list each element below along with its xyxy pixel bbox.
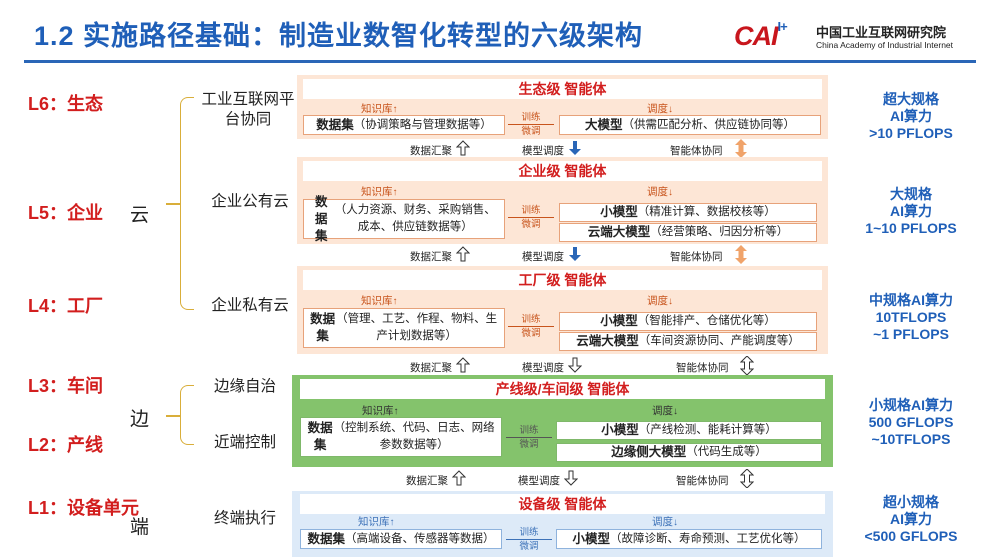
dev-dispatch-label: 调度↓ [652,516,678,528]
model-dispatch-label-1: 模型调度 [522,145,564,157]
collab-updown-icon-4 [740,469,754,488]
fac-dispatch-label: 调度↓ [647,295,673,307]
brace-cloud-tick [166,203,181,205]
dev-model-box: 小模型（故障诊断、寿命预测、工艺优化等） [556,529,822,549]
eco-data-box: 数据集（协调策略与管理数据等） [303,115,505,135]
dispatch-down-icon-2 [569,247,581,261]
dispatch-down-icon-4 [564,470,578,486]
level-l2: L2：产线 [28,435,104,455]
ent-data-box: 数据集（人力资源、财务、采购销售、成本、供应链数据等） [303,195,505,243]
sub-private-cloud: 企业私有云 [211,297,289,314]
brace-edge [180,385,194,445]
panel-eco: 生态级 智能体 知识库↑ 调度↓ 数据集（协调策略与管理数据等） 训练微调 大模… [297,75,828,139]
group-edge: 边 [130,409,150,430]
page-title: 1.2 实施路径基础：制造业数智化转型的六级架构 [34,21,644,51]
gather-label-3: 数据汇聚 [410,362,452,374]
dispatch-down-icon-3 [568,357,582,373]
level-l5: L5：企业 [28,203,104,223]
line-kb-label: 知识库↑ [362,405,399,417]
gather-up-icon-2 [456,246,470,262]
brace-cloud [180,97,194,310]
dev-train: 训练微调 [506,527,552,552]
model-dispatch-label-3: 模型调度 [522,362,564,374]
sub-near-control: 近端控制 [213,434,276,451]
dispatch-down-icon-1 [569,141,581,155]
collab-updown-icon-3 [740,356,754,375]
panel-fac-title: 工厂级 智能体 [303,270,822,290]
ent-train: 训练微调 [508,205,554,230]
logo-cn: 中国工业互联网研究院 [816,25,947,40]
line-data-box: 数据集（控制系统、代码、日志、网络参数数据等） [300,417,502,457]
panel-factory: 工厂级 智能体 知识库↑ 调度↓ 数据集（管理、工艺、作程、物料、生产计划数据等… [297,266,828,354]
eco-dispatch-label: 调度↓ [647,103,673,115]
collab-updown-icon-1 [735,139,747,158]
fac-kb-label: 知识库↑ [361,295,398,307]
gather-label-1: 数据汇聚 [410,145,452,157]
gather-up-icon-3 [456,357,470,373]
model-dispatch-label-4: 模型调度 [518,475,560,487]
sub-edge-autonomy: 边缘自治 [213,378,276,395]
ent-dispatch-label: 调度↓ [647,186,673,198]
line-edge-model-box: 边缘侧大模型（代码生成等） [556,443,822,462]
agent-collab-label-4: 智能体协同 [676,475,729,487]
line-dispatch-label: 调度↓ [652,405,678,417]
gather-label-4: 数据汇聚 [406,475,448,487]
panel-eco-title: 生态级 智能体 [303,79,822,99]
panel-device: 设备级 智能体 知识库↑ 调度↓ 数据集（高端设备、传感器等数据） 训练微调 小… [292,491,833,557]
agent-collab-label-2: 智能体协同 [670,251,723,263]
line-train: 训练微调 [506,425,552,450]
sub-terminal: 终端执行 [213,510,276,527]
fac-cloud-model-box: 云端大模型（车间资源协同、产能调度等） [559,332,817,351]
eco-model-box: 大模型（供需匹配分析、供应链协同等） [559,115,821,135]
dev-kb-label: 知识库↑ [358,516,395,528]
ent-small-model-box: 小模型（精准计算、数据校核等） [559,203,817,222]
dev-data-box: 数据集（高端设备、传感器等数据） [300,529,502,549]
sub-public-cloud: 企业公有云 [211,193,289,210]
title-underline [24,60,976,63]
line-small-model-box: 小模型（产线检测、能耗计算等） [556,421,822,440]
collab-updown-icon-2 [735,245,747,264]
panel-dev-title: 设备级 智能体 [300,494,825,514]
gather-up-icon-1 [456,140,470,156]
level-l3: L3：车间 [28,376,104,396]
ent-cloud-model-box: 云端大模型（经营策略、归因分析等） [559,223,817,242]
level-l4: L4：工厂 [28,296,104,316]
gather-up-icon-4 [452,470,466,486]
eco-train: 训练微调 [508,112,554,137]
agent-collab-label-3: 智能体协同 [676,362,729,374]
level-l6: L6：生态 [28,94,104,114]
eco-kb-label: 知识库↑ [361,103,398,115]
panel-enterprise: 企业级 智能体 知识库↑ 调度↓ 数据集（人力资源、财务、采购销售、成本、供应链… [297,157,828,244]
group-cloud: 云 [130,205,150,226]
model-dispatch-label-2: 模型调度 [522,251,564,263]
sub-platform: 工业互联网平台协同 [201,91,295,128]
gather-label-2: 数据汇聚 [410,251,452,263]
fac-data-box: 数据集（管理、工艺、作程、物料、生产计划数据等） [303,308,505,348]
ent-kb-label: 知识库↑ [361,186,398,198]
agent-collab-label-1: 智能体协同 [670,145,723,157]
panel-line-title: 产线级/车间级 智能体 [300,379,825,399]
logo-mark: CAII+ [734,19,788,51]
panel-line: 产线级/车间级 智能体 知识库↑ 调度↓ 数据集（控制系统、代码、日志、网络参数… [292,375,833,467]
fac-small-model-box: 小模型（智能排产、仓储优化等） [559,312,817,331]
logo-en: China Academy of Industrial Internet [816,40,954,50]
group-end: 端 [130,517,150,538]
brace-edge-tick [166,415,181,417]
level-l1: L1：设备单元 [28,498,140,518]
fac-train: 训练微调 [508,314,554,339]
panel-ent-title: 企业级 智能体 [303,161,822,181]
